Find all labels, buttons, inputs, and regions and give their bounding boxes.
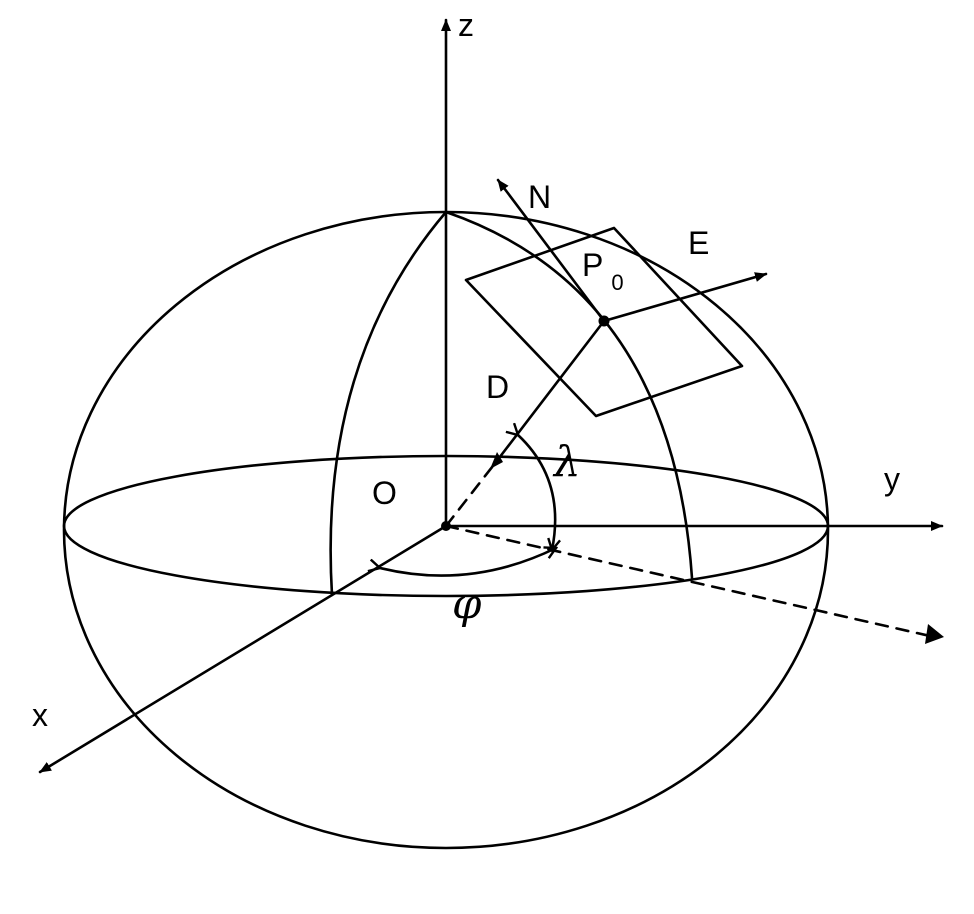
z-axis-label: z bbox=[458, 7, 474, 43]
y-axis-label: y bbox=[884, 461, 900, 497]
origin-label: O bbox=[372, 475, 397, 511]
d-line-arrowhead bbox=[490, 452, 503, 469]
meridian-left bbox=[329, 210, 448, 597]
phi-arc bbox=[380, 548, 556, 577]
point-p0 bbox=[598, 315, 610, 327]
d-line-dashed bbox=[444, 460, 498, 528]
d-line-solid bbox=[494, 319, 606, 464]
tangent-plane bbox=[464, 226, 744, 418]
point-subscript: 0 bbox=[611, 270, 623, 295]
phi-label: φ bbox=[452, 579, 482, 628]
x-axis-label: x bbox=[32, 697, 48, 733]
x-axis bbox=[38, 524, 448, 774]
north-label: N bbox=[528, 179, 551, 215]
lambda-label: λ bbox=[552, 437, 581, 486]
east-vector bbox=[602, 272, 768, 323]
projection-arrowhead bbox=[925, 624, 944, 644]
north-vector bbox=[496, 178, 606, 323]
origin-point bbox=[441, 521, 451, 531]
meridian-through-p0 bbox=[444, 210, 694, 580]
distance-label: D bbox=[486, 369, 509, 405]
east-label: E bbox=[688, 225, 709, 261]
lambda-arc bbox=[518, 435, 555, 550]
